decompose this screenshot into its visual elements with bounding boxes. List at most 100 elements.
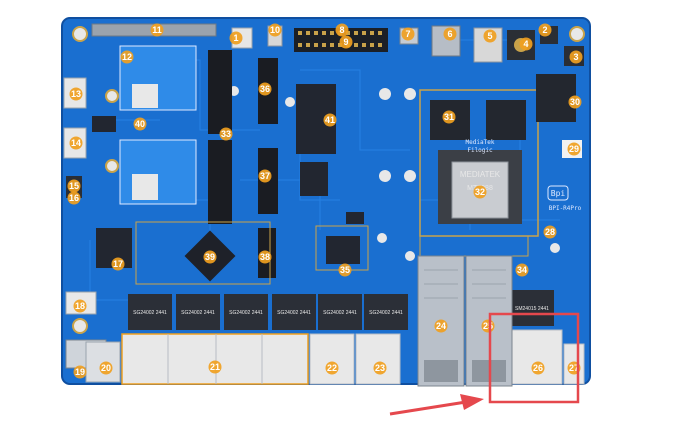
magnetic-label-7: SM24015 2441 <box>515 306 549 312</box>
callout-41: 41 <box>323 113 337 127</box>
callout-label: 1 <box>233 33 238 43</box>
callout-17: 17 <box>111 257 125 271</box>
callout-40: 40 <box>133 117 147 131</box>
magnetic-label-4: SG24002 2441 <box>277 310 311 316</box>
callout-label: 22 <box>327 363 337 373</box>
callout-label: 20 <box>101 363 111 373</box>
callout-label: 39 <box>205 252 215 262</box>
callout-circle <box>325 361 339 375</box>
soc-mark-line1: MEDIATEK <box>460 170 501 179</box>
callout-15: 15 <box>67 179 81 193</box>
callout-label: 35 <box>340 265 350 275</box>
aux-chips <box>92 84 369 285</box>
callout-circle <box>73 299 87 313</box>
callout-label: 25 <box>483 321 493 331</box>
callout-4: 4 <box>519 37 533 51</box>
callout-circle <box>569 50 583 64</box>
callout-label: 31 <box>444 112 454 122</box>
callout-circle <box>111 257 125 271</box>
callout-36: 36 <box>258 82 272 96</box>
callout-circle <box>338 263 352 277</box>
callout-circle <box>69 87 83 101</box>
callout-circle <box>268 23 282 37</box>
callout-label: 9 <box>343 37 348 47</box>
callout-label: 2 <box>542 25 547 35</box>
callout-label: 34 <box>517 265 527 275</box>
magnetic-label-3: SG24002 2441 <box>229 310 263 316</box>
bpi-logo: Bpi <box>551 189 566 198</box>
callout-label: 13 <box>71 89 81 99</box>
callout-circle <box>335 23 349 37</box>
callout-label: 18 <box>75 301 85 311</box>
callout-label: 4 <box>523 39 528 49</box>
soc-brand-line1: MediaTek <box>466 139 495 146</box>
callout-circle <box>401 27 415 41</box>
callout-circle <box>120 50 134 64</box>
callout-circle <box>538 23 552 37</box>
callout-label: 28 <box>545 227 555 237</box>
magnetics-row: SG24002 2441 SG24002 2441 SG24002 2441 S… <box>128 290 554 330</box>
callout-circle <box>567 142 581 156</box>
callout-1: 1 <box>229 31 243 45</box>
magnetic-label-5: SG24002 2441 <box>323 310 357 316</box>
callout-circle <box>219 127 233 141</box>
callout-label: 38 <box>260 252 270 262</box>
callout-5: 5 <box>483 29 497 43</box>
callout-circle <box>483 29 497 43</box>
callout-2: 2 <box>538 23 552 37</box>
callout-24: 24 <box>434 319 448 333</box>
soc-brand-line2: Filogic <box>467 147 493 154</box>
callout-label: 40 <box>135 119 145 129</box>
pointer-arrow-shaft <box>389 400 467 416</box>
callout-circle <box>339 35 353 49</box>
callout-label: 41 <box>325 115 335 125</box>
callout-circle <box>373 361 387 375</box>
callout-label: 11 <box>152 25 162 35</box>
rj45-row <box>85 329 585 385</box>
callout-34: 34 <box>515 263 529 277</box>
callout-circle <box>69 136 83 150</box>
callout-label: 6 <box>447 29 452 39</box>
callout-circle <box>203 250 217 264</box>
callout-circle <box>258 250 272 264</box>
callout-26: 26 <box>531 361 545 375</box>
callout-11: 11 <box>150 23 164 37</box>
callout-8: 8 <box>335 23 349 37</box>
callout-circle <box>515 263 529 277</box>
callout-circle <box>99 361 113 375</box>
callout-label: 14 <box>71 138 81 148</box>
callout-circle <box>133 117 147 131</box>
callout-label: 7 <box>405 29 410 39</box>
callout-3: 3 <box>569 50 583 64</box>
callout-circle <box>73 365 87 379</box>
callout-label: 12 <box>122 52 132 62</box>
callout-label: 32 <box>475 187 485 197</box>
callout-28: 28 <box>543 225 557 239</box>
magnetic-label-1: SG24002 2441 <box>133 310 167 316</box>
callout-10: 10 <box>268 23 282 37</box>
callout-circle <box>568 95 582 109</box>
magnetic-label-2: SG24002 2441 <box>181 310 215 316</box>
callout-circle <box>258 82 272 96</box>
highlight-box <box>488 312 580 404</box>
callout-circle <box>473 185 487 199</box>
callout-label: 16 <box>69 193 79 203</box>
highlight-annotation <box>389 312 580 416</box>
callout-16: 16 <box>67 191 81 205</box>
callout-circle <box>543 225 557 239</box>
callout-30: 30 <box>568 95 582 109</box>
model-label: BPI-R4Pro <box>549 205 582 212</box>
callout-label: 17 <box>113 259 123 269</box>
callout-23: 23 <box>373 361 387 375</box>
callout-label: 29 <box>569 144 579 154</box>
m2-area <box>119 45 278 278</box>
callout-20: 20 <box>99 361 113 375</box>
callout-label: 10 <box>270 25 280 35</box>
callout-35: 35 <box>338 263 352 277</box>
callout-37: 37 <box>258 169 272 183</box>
callout-7: 7 <box>401 27 415 41</box>
callout-circle <box>519 37 533 51</box>
callout-21: 21 <box>208 360 222 374</box>
